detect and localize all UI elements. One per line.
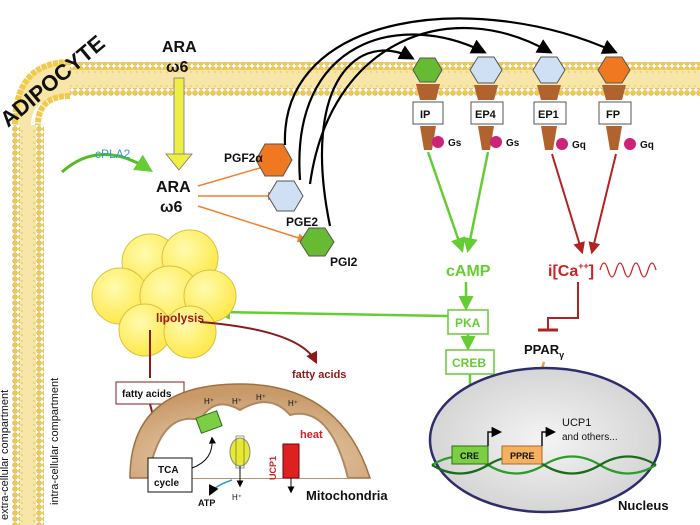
tca-box <box>147 457 193 493</box>
arrow-fp-ca <box>588 153 617 255</box>
pgi2-hexagon <box>299 227 335 257</box>
fatty-acids-left-label: fatty acids <box>122 389 172 400</box>
arrow-ep4-camp <box>463 151 490 253</box>
pge2-hexagon <box>267 180 304 212</box>
cpla2-label: cPLA2 <box>95 147 131 161</box>
lipid-droplet <box>91 229 237 359</box>
ppar-label: PPARγ <box>524 342 564 360</box>
mitochondria-title: Mitochondria <box>306 488 388 503</box>
arrow-ep1-ca <box>551 153 585 255</box>
receptor-ep1 <box>532 56 568 150</box>
pka-box <box>447 309 489 335</box>
ppre-box <box>501 445 543 465</box>
arrow-pge2-ep1 <box>308 27 553 185</box>
cre-box <box>451 445 489 465</box>
arrow-lipolysis-fa-right <box>199 321 318 365</box>
receptor-fp-label: FP <box>606 109 620 121</box>
pge2-label: PGE2 <box>286 215 318 229</box>
arrow-atp <box>209 479 233 496</box>
receptor-ep4 <box>469 56 504 150</box>
receptor-ip <box>412 57 444 150</box>
ucp1-channel <box>282 443 300 494</box>
proton-3: H⁺ <box>256 393 266 402</box>
proton-atp: H⁺ <box>232 493 242 502</box>
ara-top-label: ARA <box>162 39 197 56</box>
proton-1: H⁺ <box>204 397 214 406</box>
ligand-arrows <box>283 17 618 227</box>
gq-label-2: Gq <box>640 140 654 151</box>
receptor-ep1-label: EP1 <box>538 109 559 121</box>
cre-label: CRE <box>460 451 479 461</box>
receptor-fp <box>597 56 636 150</box>
pgf2a-label: PGF2α <box>224 151 263 165</box>
arrow-ip-camp <box>426 151 466 253</box>
pgf2a-hexagon <box>255 143 293 177</box>
arrow-pgi2-ip <box>320 45 415 227</box>
lipolysis-label: lipolysis <box>156 311 204 325</box>
pka-label: PKA <box>455 316 481 330</box>
tca-cycle-label: cycle <box>154 478 179 489</box>
yellow-down-arrow <box>165 77 193 171</box>
nucleus-title: Nucleus <box>618 498 669 513</box>
dna-strand-2 <box>431 455 657 475</box>
camp-label: cAMP <box>446 263 491 280</box>
arrow-pgf2a-fp <box>283 17 618 146</box>
ppre-label: PPRE <box>510 451 535 461</box>
fatty-acids-right-label: fatty acids <box>292 369 346 381</box>
ucp1-label: UCP1 <box>268 456 278 480</box>
tss-arrow-1 <box>487 426 503 446</box>
cpla2-arrow <box>61 153 154 174</box>
gene-ucp1-label: UCP1 <box>562 417 591 429</box>
ara-top-omega: ω6 <box>166 59 189 76</box>
electron-transport-complex <box>195 410 223 434</box>
proton-4: H⁺ <box>288 399 298 408</box>
receptor-ep4-label: EP4 <box>475 109 497 121</box>
creb-label: CREB <box>452 356 486 370</box>
arrow-tca-etc <box>191 436 216 469</box>
tss-arrow-2 <box>541 426 557 446</box>
gene-others-label: and others... <box>562 432 618 443</box>
arrow-pge2-ep4 <box>298 33 487 181</box>
gs-label-1: Gs <box>448 138 462 149</box>
gs-label-2: Gs <box>506 138 520 149</box>
calcium-oscillation <box>599 262 657 278</box>
pgi2-label: PGI2 <box>330 255 358 269</box>
heat-label: heat <box>300 429 323 441</box>
arrow-pka-lipolysis <box>215 304 449 320</box>
tca-label: TCA <box>158 465 179 476</box>
calcium-label: i[Ca++] <box>548 261 594 280</box>
proton-2: H⁺ <box>232 397 242 406</box>
ara-mid-label: ARA <box>156 179 191 196</box>
nucleus <box>428 366 662 514</box>
receptor-ip-label: IP <box>420 109 430 121</box>
extra-cellular-label: extra-cellular compartment <box>0 390 11 520</box>
gq-label-1: Gq <box>572 140 586 151</box>
atp-label: ATP <box>198 498 215 508</box>
atp-synthase <box>229 435 251 488</box>
intra-cellular-label: intra-cellular compartment <box>49 378 61 505</box>
ara-mid-omega: ω6 <box>160 199 183 216</box>
arrow-ara-pgi2 <box>197 205 307 243</box>
inhibition-ca-ppar <box>547 282 579 330</box>
arrow-ara-pgf2a <box>197 162 272 187</box>
